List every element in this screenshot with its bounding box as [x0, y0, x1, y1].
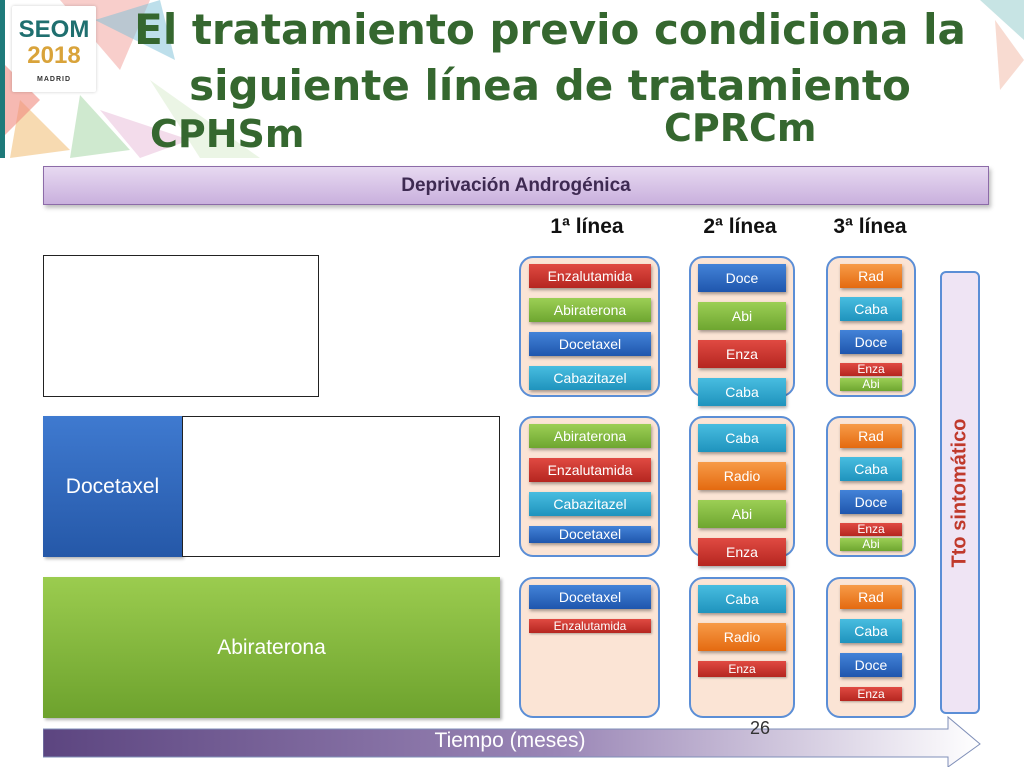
- treatment-pill: Abiraterona: [529, 298, 651, 322]
- treatment-pill: Enzalutamida: [529, 458, 651, 482]
- stage-label-hs: CPHSm: [150, 112, 305, 156]
- seom-logo: SEOM 2018 MADRID: [12, 6, 96, 92]
- treatment-pill: Rad: [840, 424, 902, 448]
- treatment-pill: Abiraterona: [529, 424, 651, 448]
- treatment-pill: Enza: [840, 687, 902, 701]
- page-number: 26: [749, 718, 771, 738]
- treatment-pill: Cabazitazel: [529, 492, 651, 516]
- treatment-pill: Enza: [840, 523, 902, 536]
- treatment-pill: Enzalutamida: [529, 264, 651, 288]
- treatment-pill: Doce: [840, 490, 902, 514]
- treatment-pill: Doce: [840, 330, 902, 354]
- treatment-pill: Rad: [840, 585, 902, 609]
- treatment-pill: Enzalutamida: [529, 619, 651, 633]
- treatment-pill: Radio: [698, 462, 786, 490]
- treatment-pill: Doce: [840, 653, 902, 677]
- treatment-pill: Abi: [698, 500, 786, 528]
- time-label: Tiempo (meses): [434, 729, 586, 752]
- treatment-pill: Caba: [840, 619, 902, 643]
- treatment-pill: Enza: [698, 340, 786, 368]
- treatment-pill: Enza: [698, 661, 786, 677]
- treatment-pill: Enza: [840, 363, 902, 376]
- treatment-pill: Caba: [698, 585, 786, 613]
- abiraterona-block: Abiraterona: [43, 577, 500, 718]
- symptomatic-label: Tto sintomático: [948, 418, 971, 567]
- treatment-pill: Docetaxel: [529, 585, 651, 609]
- treatment-pill: Enza: [698, 538, 786, 566]
- empty-box-row1: [43, 255, 319, 397]
- logo-city: MADRID: [37, 76, 71, 83]
- symptomatic-treatment-bar: Tto sintomático: [940, 271, 980, 714]
- treatment-pill: Docetaxel: [529, 526, 651, 543]
- stage-label-rc: CPRCm: [664, 106, 817, 150]
- treatment-pill: Doce: [698, 264, 786, 292]
- header-decoration: [0, 0, 1024, 158]
- column-header-line3: 3ª línea: [833, 215, 907, 238]
- logo-seom: SEOM: [18, 16, 90, 43]
- column-header-line1: 1ª línea: [550, 215, 624, 238]
- treatment-pill: Abi: [698, 302, 786, 330]
- androgen-deprivation-band: Deprivación Androgénica: [43, 166, 989, 205]
- logo-year: 2018: [27, 42, 81, 69]
- treatment-pill: Caba: [698, 378, 786, 406]
- treatment-pill: Radio: [698, 623, 786, 651]
- treatment-pill: Abi: [840, 538, 902, 551]
- column-header-line2: 2ª línea: [703, 215, 777, 238]
- slide-title: El tratamiento previo condiciona la sigu…: [134, 5, 966, 110]
- treatment-pill: Rad: [840, 264, 902, 288]
- empty-box-row2: [182, 416, 500, 557]
- treatment-pill: Caba: [840, 457, 902, 481]
- treatment-pill: Caba: [840, 297, 902, 321]
- docetaxel-block: Docetaxel: [43, 416, 182, 557]
- treatment-pill: Docetaxel: [529, 332, 651, 356]
- treatment-pill: Abi: [840, 378, 902, 391]
- treatment-pill: Cabazitazel: [529, 366, 651, 390]
- treatment-pill: Caba: [698, 424, 786, 452]
- side-stripe: [0, 0, 5, 158]
- time-arrow: [43, 715, 981, 767]
